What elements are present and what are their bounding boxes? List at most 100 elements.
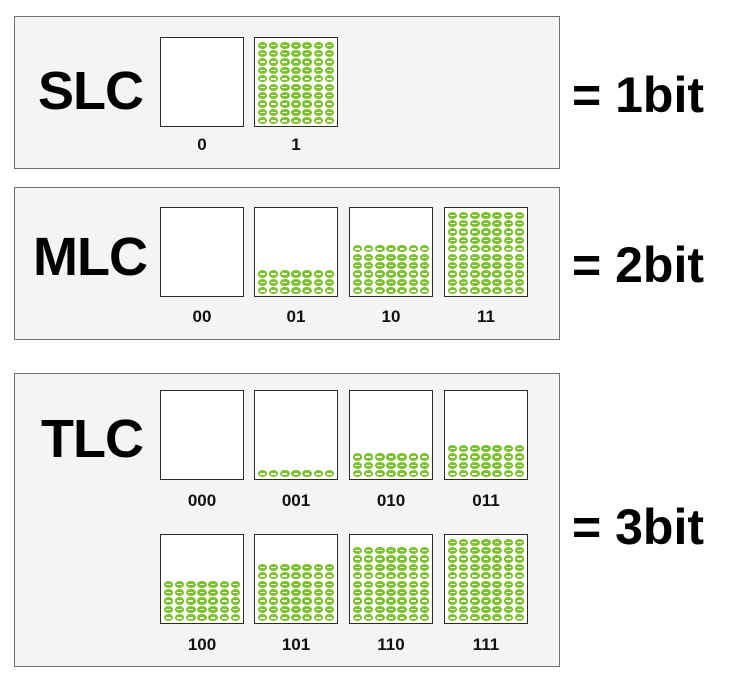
electron-icon [386,597,396,605]
electron-icon [352,287,363,295]
electron-icon [257,287,268,295]
electron-icon [447,220,458,228]
electron-icon [257,108,268,116]
electron-icon [503,580,514,588]
electron-icon [268,580,279,588]
electron-icon [397,589,407,597]
electron-icon [268,108,279,116]
mlc-cell-code-10: 10 [381,307,401,326]
electron-icon [313,50,324,58]
slc-label: SLC [38,61,144,121]
electron-icon [386,605,396,613]
electron-icon [257,117,268,125]
electron-icon [291,83,301,91]
electron-icon [268,572,279,580]
electron-icon [458,547,469,555]
electron-icon [514,538,525,546]
electron-icon [458,211,469,219]
electron-icon [219,580,230,588]
electron-icon [197,605,207,613]
electron-icon [503,538,514,546]
electron-icon [470,236,480,245]
electron-icon [313,589,324,597]
electron-icon [257,580,268,588]
electron-icon [197,614,207,622]
electron-icon [280,563,290,572]
electron-icon [408,589,419,597]
electron-icon [363,580,374,588]
electron-icon [397,461,407,469]
electron-icon [291,58,301,66]
mlc-cell-code-01: 01 [286,307,306,326]
electron-icon [481,538,491,546]
electron-icon [313,100,324,108]
electron-icon [397,605,407,613]
electron-icon [257,614,268,622]
electron-icon [458,461,469,469]
electron-icon [363,470,374,478]
electron-icon [503,445,514,453]
electron-icon [302,470,312,478]
electron-icon [280,605,290,613]
electron-icon [291,287,301,295]
electron-icon [291,100,301,108]
electron-icon [514,220,525,228]
electron-icon [492,605,502,613]
electron-icon [280,614,290,622]
electron-icon [186,614,196,622]
electron-icon [447,278,458,286]
electron-icon [514,228,525,236]
electron-icon [186,580,196,588]
electron-icon [470,445,480,453]
electron-icon [375,470,385,478]
electron-icon [514,614,525,622]
electron-icon [291,117,301,125]
electron-icon [257,605,268,613]
electron-icon [291,572,301,580]
electron-icon [492,278,502,286]
electron-icon [503,211,514,219]
electron-icon [291,50,301,58]
electron-icon [375,245,385,253]
electron-icon [174,605,185,613]
electron-icon [408,461,419,469]
slc-bit-result: = 1bit [572,67,704,123]
electron-icon [481,614,491,622]
electron-icon [208,589,218,597]
electron-icon [291,470,301,478]
electron-icon [174,597,185,605]
electron-icon [280,580,290,588]
electron-icon [447,589,458,597]
electron-icon [503,228,514,236]
electron-icon [268,287,279,295]
electron-icon [503,278,514,286]
electron-icon [514,211,525,219]
electron-icon [397,253,407,261]
electron-icon [302,614,312,622]
electron-icon [352,589,363,597]
electron-icon [514,572,525,580]
electron-icon [470,580,480,588]
mlc-cell-11 [444,207,528,297]
electron-icon [481,220,491,228]
electron-icon [280,108,290,116]
electron-icon [268,75,279,83]
electron-icon [363,597,374,605]
electron-icon [386,262,396,270]
electron-fill [255,562,337,623]
electron-icon [419,589,430,597]
electron-icon [363,262,374,270]
tlc-cell-101 [254,534,338,624]
tlc-cell-001 [254,390,338,480]
electron-icon [324,605,335,613]
tlc-cell-100 [160,534,244,624]
electron-icon [268,58,279,66]
electron-icon [324,66,335,75]
electron-icon [257,92,268,100]
electron-icon [257,50,268,58]
electron-icon [280,470,290,478]
electron-icon [447,236,458,245]
electron-icon [408,614,419,622]
mlc-cell-code-11: 11 [477,307,495,326]
electron-icon [268,597,279,605]
